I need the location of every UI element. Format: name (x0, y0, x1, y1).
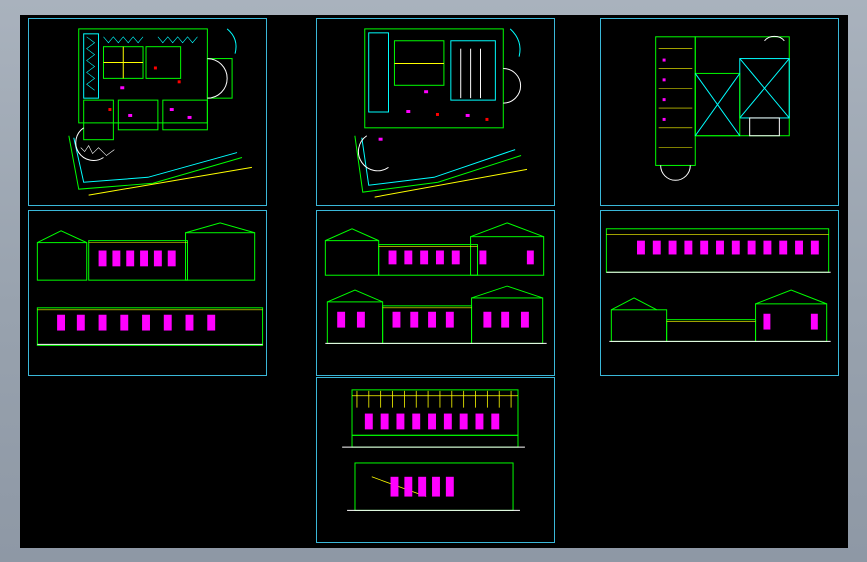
plan-drawing-1 (68, 28, 252, 196)
plan-drawing-2 (354, 28, 528, 198)
plan-sheet-1[interactable] (28, 18, 267, 206)
drawing-canvas[interactable] (20, 15, 848, 548)
plan-sheet-3[interactable] (600, 18, 839, 206)
elevation-drawing-2 (324, 222, 547, 344)
elevation-drawing-1 (36, 222, 264, 346)
elevation-sheet-1[interactable] (28, 210, 267, 376)
elevation-sheet-4[interactable] (316, 377, 555, 543)
plan-drawing-3 (655, 35, 790, 181)
elevation-sheet-3[interactable] (600, 210, 839, 376)
elevation-sheet-2[interactable] (316, 210, 555, 376)
elevation-drawing-4 (342, 389, 525, 511)
elevation-drawing-3 (605, 228, 831, 342)
plan-sheet-2[interactable] (316, 18, 555, 206)
